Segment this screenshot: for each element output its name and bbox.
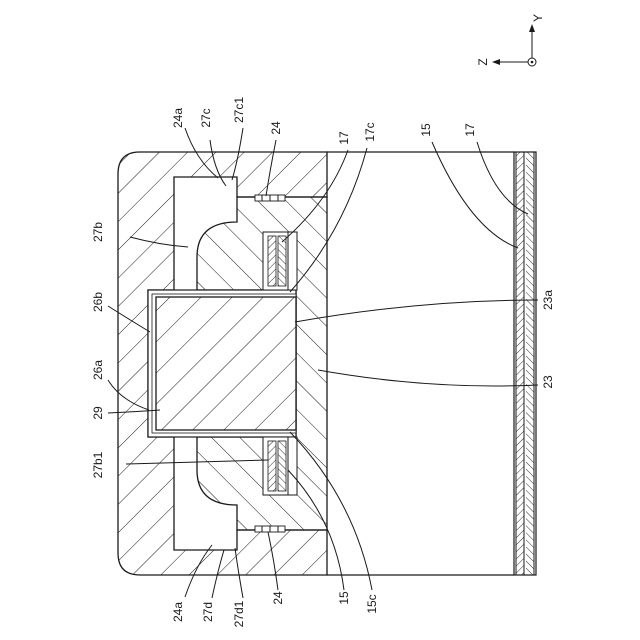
label-15-bot: 15 (337, 591, 351, 605)
label-15c: 15c (365, 594, 379, 613)
label-27d1: 27d1 (232, 600, 246, 627)
label-26a: 26a (91, 360, 105, 380)
pad-24-top (255, 195, 285, 201)
body-23 (327, 152, 536, 575)
label-23: 23 (541, 375, 555, 389)
block-29 (156, 297, 296, 430)
label-29: 29 (91, 406, 105, 420)
pad-24-bottom (255, 526, 285, 532)
label-24-bot: 24 (271, 591, 285, 605)
axis-z-label: Z (476, 58, 490, 65)
label-27c: 27c (199, 108, 213, 127)
label-27b1: 27b1 (91, 451, 105, 478)
label-27b: 27b (91, 222, 105, 242)
label-17c: 17c (363, 122, 377, 141)
film-stack-top (263, 232, 297, 290)
label-27c1: 27c1 (232, 97, 246, 123)
label-17-mid: 17 (337, 131, 351, 145)
axis-y-label: Y (531, 14, 545, 22)
label-23a: 23a (541, 290, 555, 310)
label-17-right: 17 (463, 123, 477, 137)
label-24a-top: 24a (171, 108, 185, 128)
axis-indicator: Y Z (476, 14, 545, 66)
label-26b: 26b (91, 292, 105, 312)
film-stack-bottom (263, 437, 297, 495)
label-24-top: 24 (269, 121, 283, 135)
label-24a-bot: 24a (171, 602, 185, 622)
label-27d: 27d (201, 602, 215, 622)
label-15-top: 15 (419, 123, 433, 137)
